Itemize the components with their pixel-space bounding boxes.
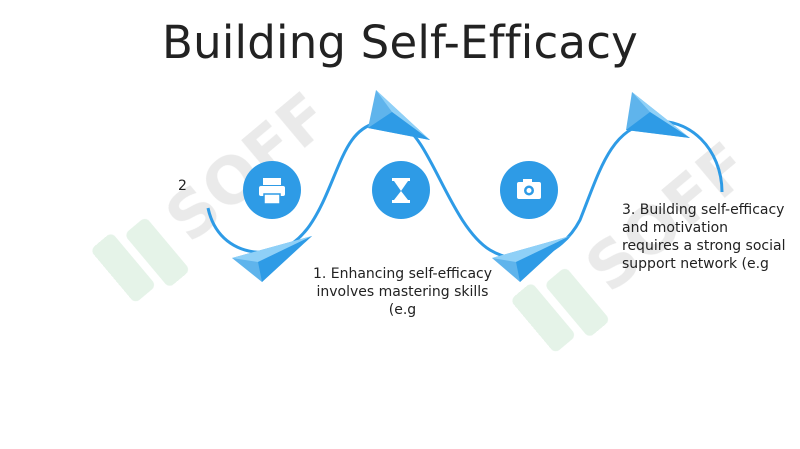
paper-plane-icon [232, 236, 312, 282]
step-2-circle [243, 161, 301, 219]
camera-icon [517, 179, 541, 199]
step-3-label: 3. Building self-efficacy and motivation… [622, 202, 786, 272]
paper-plane-icon [626, 92, 690, 138]
slide-title: Building Self-Efficacy [162, 16, 638, 69]
paper-plane-icon [492, 236, 570, 282]
printer-icon [259, 178, 285, 205]
step-3-circle [500, 161, 558, 219]
step-1-label: 1. Enhancing self-efficacy involves mast… [312, 266, 493, 318]
step-1-circle [372, 161, 430, 219]
step-2-label: 2 [178, 178, 187, 194]
paper-plane-icon [368, 90, 430, 140]
hourglass-icon [392, 178, 410, 203]
svg-text:SOFF: SOFF [153, 79, 345, 256]
